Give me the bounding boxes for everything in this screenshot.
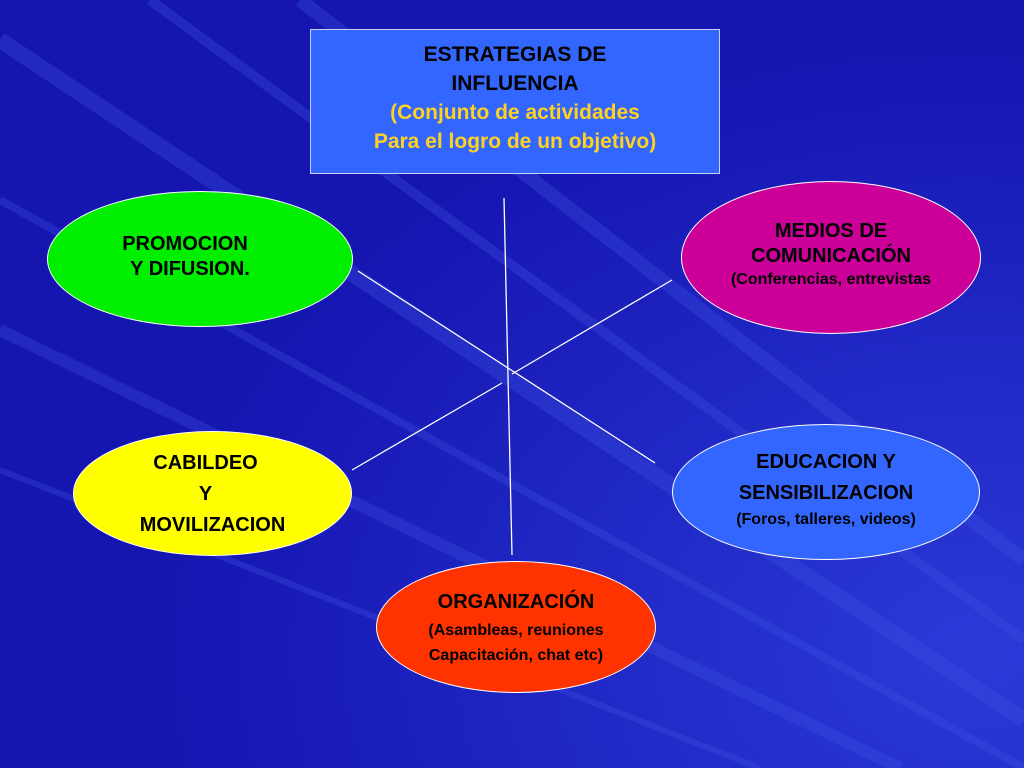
- title-line-4: Para el logro de un objetivo): [373, 130, 657, 153]
- node-organizacion-line-2: (Asambleas, reuniones: [428, 621, 604, 639]
- node-cabildeo-line-1: CABILDEO: [153, 452, 258, 474]
- node-organizacion: ORGANIZACIÓN (Asambleas, reuniones Capac…: [376, 561, 656, 693]
- title-line-1: ESTRATEGIAS DE: [423, 43, 607, 66]
- node-educacion-line-3: (Foros, talleres, videos): [736, 511, 916, 528]
- node-promocion: PROMOCION Y DIFUSION.: [47, 191, 353, 327]
- connector-medios-center: [511, 279, 673, 375]
- node-organizacion-line-3: Capacitación, chat etc): [428, 646, 604, 664]
- node-educacion-line-2: SENSIBILIZACION: [738, 482, 914, 504]
- node-medios: MEDIOS DE COMUNICACIÓN (Conferencias, en…: [681, 181, 981, 334]
- node-cabildeo: CABILDEO Y MOVILIZACION: [73, 431, 352, 556]
- node-medios-line-1: MEDIOS DE: [774, 219, 888, 242]
- node-medios-line-3: (Conferencias, entrevistas: [730, 270, 932, 288]
- node-promocion-line-2: Y DIFUSION.: [130, 258, 250, 280]
- node-educacion-line-1: EDUCACION Y: [756, 451, 896, 473]
- node-promocion-line-1: PROMOCION: [122, 233, 248, 255]
- connector-vertical: [503, 197, 513, 556]
- node-cabildeo-line-3: MOVILIZACION: [139, 514, 286, 536]
- title-box: ESTRATEGIAS DE INFLUENCIA (Conjunto de a…: [310, 29, 720, 174]
- connector-promocion-educacion: [357, 270, 656, 464]
- node-educacion: EDUCACION Y SENSIBILIZACION (Foros, tall…: [672, 424, 980, 560]
- title-line-3: (Conjunto de actividades: [390, 101, 640, 124]
- title-line-2: INFLUENCIA: [451, 72, 579, 95]
- node-cabildeo-line-2: Y: [198, 483, 213, 505]
- node-medios-line-2: COMUNICACIÓN: [751, 244, 911, 267]
- connector-lines: [351, 197, 673, 556]
- node-organizacion-line-1: ORGANIZACIÓN: [437, 590, 595, 613]
- connector-center-cabildeo: [351, 382, 503, 471]
